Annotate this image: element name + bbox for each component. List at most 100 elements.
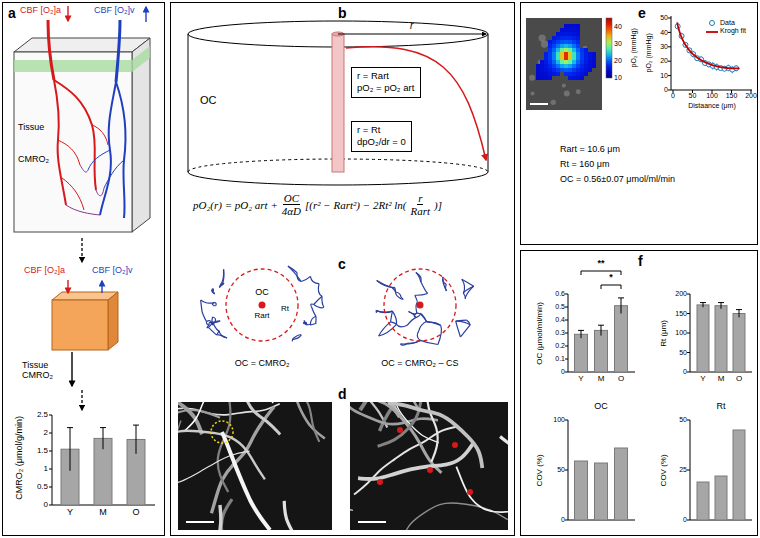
flow-label: CBF [O₂]v — [94, 6, 135, 16]
region-label: Tissue — [18, 123, 44, 133]
tick-mark — [687, 313, 690, 314]
equation-term: r — [417, 192, 423, 205]
error-bar — [718, 303, 724, 309]
capillary — [416, 272, 420, 276]
po2-pixel — [576, 52, 580, 56]
po2-pixel — [580, 48, 584, 52]
po2-pixel — [556, 52, 560, 56]
vessel — [221, 499, 237, 530]
axis-tick: 0.4 — [555, 316, 565, 324]
po2-pixel — [564, 60, 568, 64]
po2-pixel — [552, 40, 556, 44]
po2-pixel — [568, 32, 572, 36]
capillary — [96, 188, 104, 196]
step-arrow — [81, 238, 82, 262]
po2-pixel — [576, 48, 580, 52]
po2-pixel — [568, 44, 572, 48]
po2-pixel — [564, 68, 568, 72]
bar — [615, 306, 628, 372]
capillary — [426, 322, 440, 326]
measurement-point — [427, 467, 433, 473]
po2-pixel — [576, 68, 580, 72]
capillary — [407, 318, 416, 326]
bar — [615, 448, 628, 520]
plot-legend: DataKrogh fit — [706, 19, 746, 36]
po2-pixel — [552, 52, 556, 56]
capillary — [311, 304, 314, 307]
group-label: O — [618, 375, 624, 384]
panel-f-art — [565, 271, 752, 520]
measurement-point — [467, 489, 473, 495]
axis-tick: 1 — [44, 465, 48, 474]
cell-texture — [551, 100, 556, 105]
dimension-label: r — [410, 20, 413, 31]
tick-mark — [49, 487, 52, 488]
po2-pixel — [580, 72, 584, 76]
axis-tick: 50 — [679, 349, 687, 357]
scale-bar — [186, 521, 214, 523]
axis-title: pO₂ (mmHg) — [645, 33, 653, 72]
po2-pixel — [544, 60, 548, 64]
bar — [575, 334, 588, 372]
tick-mark — [565, 359, 568, 360]
tick-mark — [565, 420, 568, 421]
po2-pixel — [552, 64, 556, 68]
capillary — [213, 324, 219, 331]
capillary — [318, 284, 322, 297]
tick-mark — [565, 520, 568, 521]
capillary — [415, 293, 428, 295]
scale-bar — [358, 521, 386, 523]
tick-mark — [565, 333, 568, 334]
capillary — [409, 312, 416, 318]
po2-pixel — [580, 64, 584, 68]
axis-line — [568, 294, 635, 372]
capillary — [310, 276, 319, 283]
po2-pixel — [576, 32, 580, 36]
colorbar-tick: 40 — [614, 23, 622, 31]
group-label: M — [99, 508, 107, 518]
legend-text: Krogh fit — [720, 27, 746, 35]
legend-marker — [706, 28, 718, 36]
error-bar — [133, 425, 139, 454]
radius-arrow — [338, 34, 486, 35]
tick-mark — [49, 451, 52, 452]
po2-pixel — [536, 76, 540, 80]
panel-frame: bcdr = RartpO₂ = pO₂ artr = RtdpO₂/dr = … — [170, 2, 515, 536]
po2-pixel — [580, 52, 584, 56]
axis-tick: 30 — [660, 43, 668, 51]
fraction: rRart — [409, 192, 431, 217]
tick-mark — [668, 18, 671, 19]
panel-a-art — [14, 6, 155, 505]
significance-bracket — [581, 271, 621, 275]
po2-pixel — [584, 68, 588, 72]
po2-pixel — [540, 60, 544, 64]
flow-arrow — [101, 281, 102, 293]
po2-pixel — [568, 40, 572, 44]
equation-term: Rart — [409, 205, 431, 217]
capillary — [66, 205, 100, 215]
symbol-label: OC — [255, 288, 269, 298]
significance-mark: * — [609, 273, 613, 283]
boundary-condition-box: r = RartpO₂ = pO₂ art — [351, 67, 421, 98]
po2-pixel — [568, 76, 572, 80]
po2-pixel — [564, 64, 568, 68]
po2-pixel — [536, 64, 540, 68]
bar — [715, 476, 727, 520]
po2-pixel — [576, 56, 580, 60]
axis-tick: 0.3 — [555, 329, 565, 337]
po2-pixel — [564, 36, 568, 40]
cylinder-side — [188, 34, 488, 172]
po2-pixel — [536, 68, 540, 72]
bar — [697, 482, 709, 520]
selected-arteriole — [211, 421, 233, 443]
capillary — [288, 266, 301, 281]
vein — [116, 20, 120, 82]
vessel — [354, 427, 457, 495]
capillary — [306, 324, 310, 326]
significance-bracket — [601, 285, 621, 289]
po2-pixel — [576, 60, 580, 64]
panel-letter: a — [8, 6, 16, 20]
legend-row: Krogh fit — [706, 27, 746, 35]
po2-pixel — [576, 36, 580, 40]
flow-label: CBF [O₂]a — [24, 266, 65, 276]
